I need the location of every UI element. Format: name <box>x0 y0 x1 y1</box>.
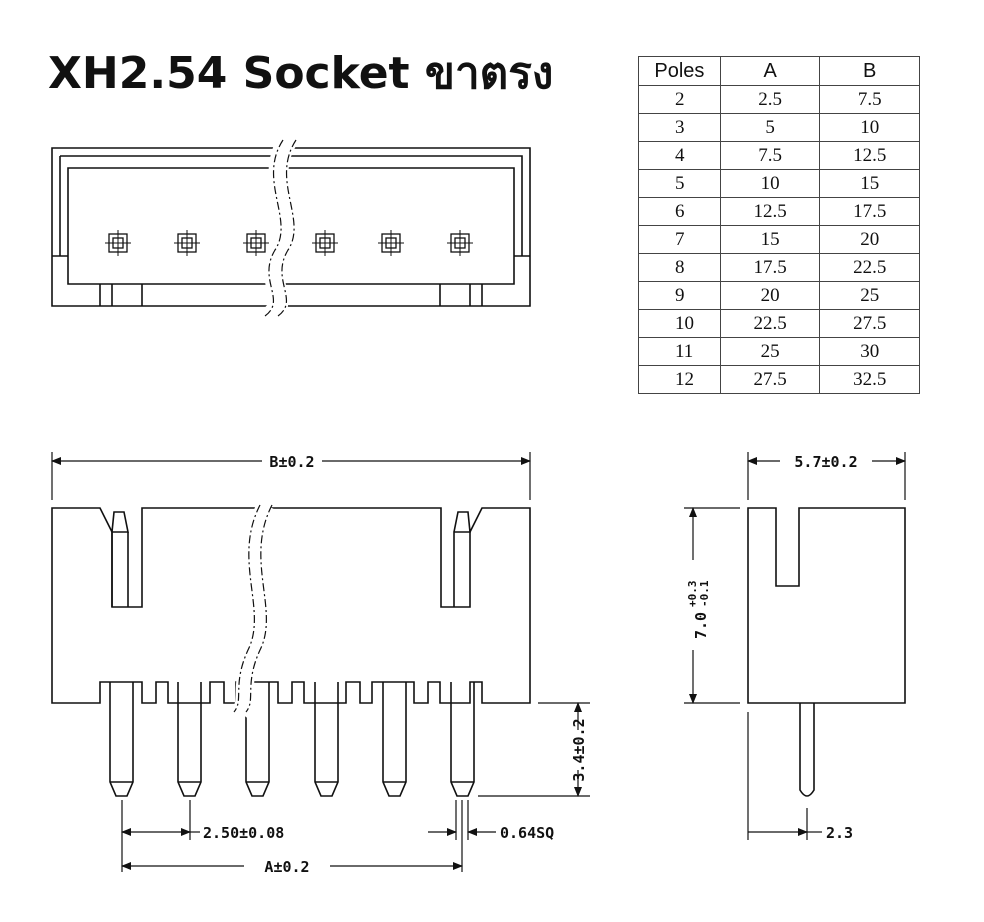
poles-cell: 8 <box>638 253 721 282</box>
header-b: B <box>819 56 920 86</box>
poles-cell: 6 <box>638 197 721 226</box>
poles-cell: 12 <box>638 365 721 394</box>
front-view <box>51 500 531 797</box>
table-header-row: Poles A B <box>638 56 920 86</box>
a-value-cell: 7.5 <box>719 141 821 170</box>
header-a: A <box>719 56 821 86</box>
b-value-cell: 12.5 <box>819 141 920 170</box>
pin-offset-label: 2.3 <box>826 824 853 842</box>
side-view <box>747 507 906 797</box>
pin-marker <box>104 229 132 257</box>
a-value-cell: 27.5 <box>719 365 821 394</box>
height-tol-plus: +0.3 <box>686 581 699 608</box>
a-width-label: A±0.2 <box>264 858 309 876</box>
top-view <box>51 134 531 325</box>
front-dimension-labels: B±0.2 2.50±0.08 0.64SQ A±0.2 3.4±0.2 <box>203 453 588 876</box>
front-dimensions <box>51 452 590 872</box>
b-value-cell: 20 <box>819 225 920 254</box>
a-value-cell: 5 <box>719 113 821 142</box>
poles-cell: 5 <box>638 169 721 198</box>
header-poles: Poles <box>638 56 721 86</box>
b-width-label: B±0.2 <box>269 453 314 471</box>
pin-length-label: 3.4±0.2 <box>570 718 588 781</box>
side-dimensions <box>684 452 906 840</box>
b-value-cell: 15 <box>819 169 920 198</box>
a-value-cell: 17.5 <box>719 253 821 282</box>
side-dimension-labels: 5.7±0.2 2.3 7.0 +0.3 -0.1 <box>686 453 858 842</box>
b-value-cell: 30 <box>819 337 920 366</box>
poles-cell: 3 <box>638 113 721 142</box>
b-value-cell: 32.5 <box>819 365 920 394</box>
diagram-title: XH2.54 Socket ขาตรง <box>48 48 554 99</box>
pin-marker <box>377 229 405 257</box>
height-tol-minus: -0.1 <box>698 580 711 607</box>
depth-label: 5.7±0.2 <box>794 453 857 471</box>
pin-marker <box>311 229 339 257</box>
height-label: 7.0 <box>692 612 710 639</box>
pin-marker <box>242 229 270 257</box>
poles-cell: 11 <box>638 337 721 366</box>
a-value-cell: 10 <box>719 169 821 198</box>
poles-cell: 7 <box>638 225 721 254</box>
a-value-cell: 22.5 <box>719 309 821 338</box>
b-value-cell: 22.5 <box>819 253 920 282</box>
pitch-label: 2.50±0.08 <box>203 824 284 842</box>
pin-marker <box>446 229 474 257</box>
b-value-cell: 27.5 <box>819 309 920 338</box>
pin-marker <box>173 229 201 257</box>
pin-square-label: 0.64SQ <box>500 824 554 842</box>
